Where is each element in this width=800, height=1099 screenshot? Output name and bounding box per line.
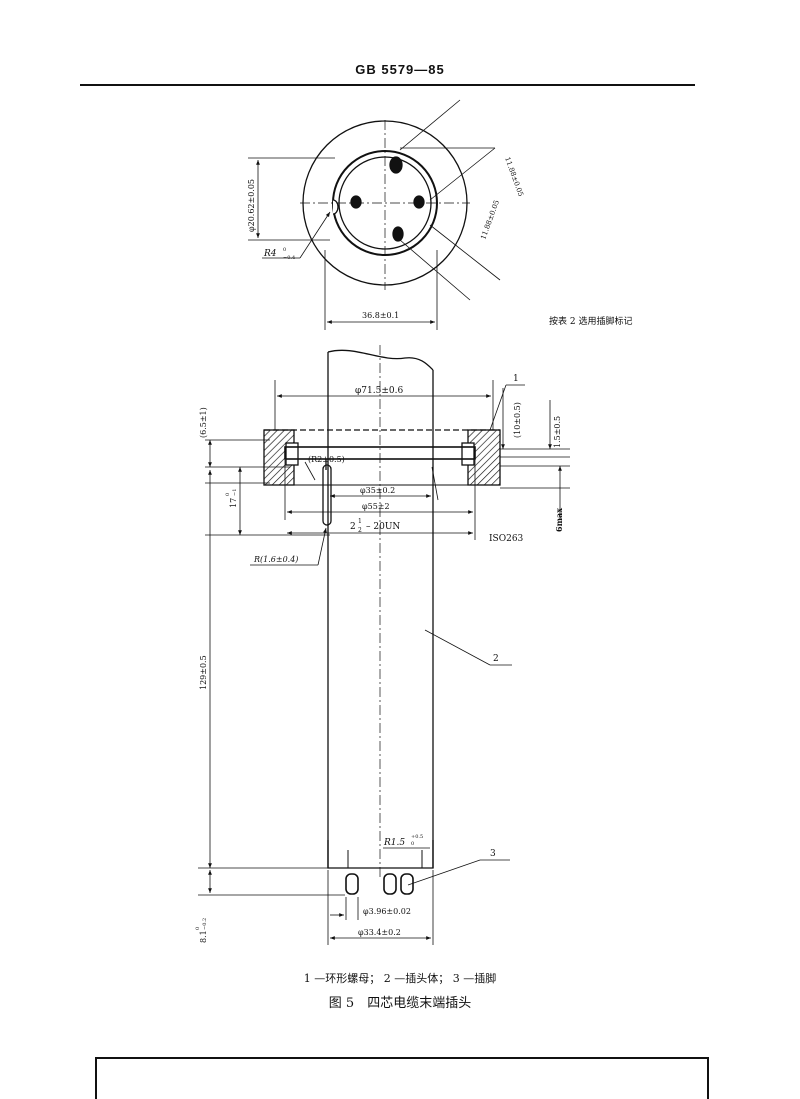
body-top-break	[327, 349, 434, 371]
dim-nut-outer-dia: φ71.5±0.6	[355, 386, 403, 396]
top-view	[248, 99, 501, 330]
dim-radius-key-tol-lower: −0.4	[283, 255, 295, 261]
dim-pin-length-tol-upper: 0	[195, 927, 201, 930]
dim-bottom-dia: φ33.4±0.2	[358, 928, 401, 937]
dim-17: 17	[229, 498, 238, 508]
callout-3: 3	[490, 849, 496, 859]
dim-gap-left: (6.5±1)	[199, 407, 208, 438]
dim-small-gap: 1.5±0.5	[553, 416, 562, 448]
dim-radius-key-tol-upper: 0	[283, 247, 286, 253]
dim-17-tol-upper: 0	[225, 493, 231, 496]
pin-top	[389, 156, 403, 174]
dim-radius-key: R4	[263, 249, 277, 259]
pin-right	[413, 195, 425, 209]
pin-bottom-3	[400, 873, 414, 895]
dim-flange-dia: φ55±2	[362, 502, 390, 511]
dim-end-radius-tol-upper: +0.5	[411, 834, 423, 840]
pin-bottom-1	[345, 873, 359, 895]
dim-pin-spacing-b: 11.88±0.05	[479, 199, 501, 241]
callout-1: 1	[513, 374, 519, 384]
callout-2: 2	[493, 654, 499, 664]
dim-pin-length-tol-lower: −0.2	[202, 918, 208, 930]
bottom-frame	[95, 1057, 709, 1099]
dim-inner-radius: (R2±0.5)	[308, 455, 345, 464]
dim-end-radius-tol-lower: 0	[411, 841, 414, 847]
figure-legend: 1 —环形螺母； 2 —插头体； 3 —插脚	[303, 972, 497, 985]
dim-thread-suffix: – 20UN	[366, 522, 400, 532]
dim-key-radius: R(1.6±0.4)	[253, 555, 298, 564]
standard-header: GB 5579—85	[355, 62, 445, 77]
dim-thread-num: 1	[358, 518, 362, 525]
dim-body-dia: φ35±0.2	[360, 486, 395, 495]
dim-dia-pins: φ20.62±0.05	[247, 179, 256, 232]
dim-width: 36.8±0.1	[362, 311, 399, 320]
pin-left	[350, 195, 362, 209]
dim-total-length: 129±0.5	[199, 655, 208, 690]
dim-pin-spacing-a: 11.88±0.05	[503, 156, 525, 198]
key-notch	[332, 199, 339, 215]
dim-17-tol-lower: −1	[232, 489, 238, 496]
pin-marking-note: 按表 2 选用插脚标记	[549, 315, 632, 327]
dim-6max: 6max	[554, 508, 564, 532]
flange	[284, 446, 476, 460]
key-pin	[322, 464, 332, 526]
dim-pin-dia: φ3.96±0.02	[363, 907, 411, 916]
body-bottom	[327, 840, 434, 869]
header-rule	[80, 84, 695, 86]
pin-bottom-2	[383, 873, 397, 895]
dim-iso: ISO263	[489, 534, 524, 544]
pin-bottom	[392, 226, 404, 242]
dim-thread-den: 2	[358, 527, 362, 534]
side-view	[198, 345, 570, 945]
figure-title: 图 5 四芯电缆末端插头	[328, 996, 472, 1011]
dim-thread-prefix: 2	[350, 522, 356, 532]
dim-end-radius: R1.5	[383, 838, 405, 848]
dim-pin-length: 8.1	[199, 930, 208, 943]
dim-gap-right: (10±0.5)	[513, 402, 522, 438]
